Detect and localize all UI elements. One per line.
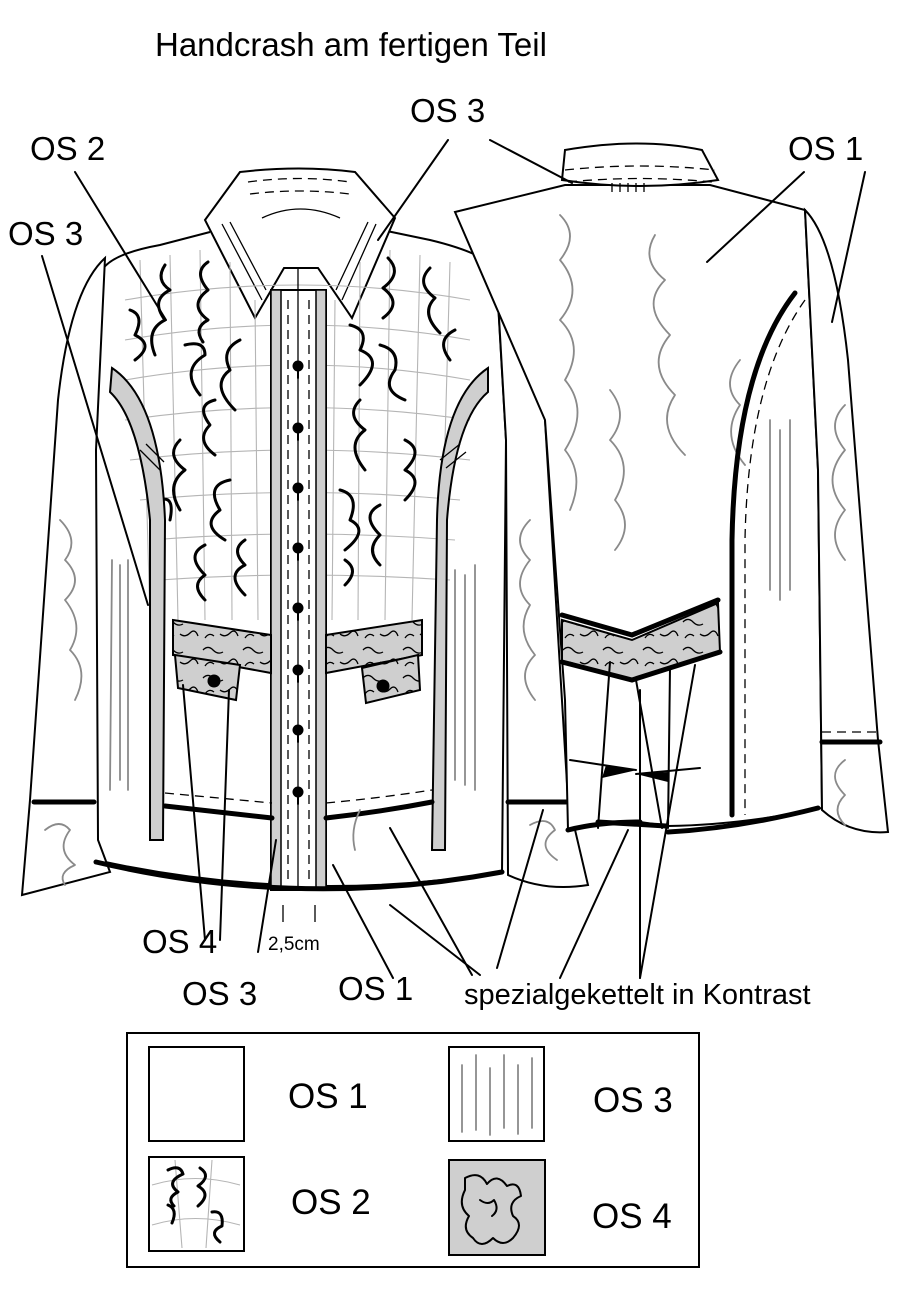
front-right-side-panel [430, 366, 489, 851]
label-os3-bottom: OS 3 [182, 975, 257, 1012]
os2-squiggles-left [128, 260, 247, 602]
label-os3-left: OS 3 [8, 215, 83, 252]
label-measure: 2,5cm [268, 934, 320, 955]
label-os1-bottom: OS 1 [338, 970, 413, 1007]
back-right-sleeve [803, 207, 890, 834]
back-collar [560, 142, 720, 187]
legend-swatch-os1 [148, 1046, 245, 1142]
legend: OS 1 OS 3 OS 2 OS 4 [126, 1032, 700, 1268]
front-jacket [20, 167, 590, 897]
legend-swatch-os2 [148, 1156, 245, 1252]
label-os2-left: OS 2 [30, 130, 105, 167]
front-left-pocket-flap [173, 653, 242, 702]
os2-squiggles-right [338, 256, 457, 587]
legend-label-os2: OS 2 [291, 1183, 371, 1222]
label-os3-top: OS 3 [410, 92, 485, 129]
label-contrast-note: spezialgekettelt in Kontrast [464, 979, 811, 1011]
front-right-pocket-flap [360, 653, 422, 705]
os3-sleeve-lines [59, 519, 536, 791]
front-left-sleeve [20, 255, 112, 897]
front-left-side-panel [108, 366, 167, 841]
front-buttons [292, 360, 304, 805]
front-left-waistband [172, 618, 272, 675]
page-title: Handcrash am fertigen Teil [155, 26, 547, 63]
legend-swatch-os4 [448, 1159, 546, 1256]
legend-swatch-os3 [448, 1046, 545, 1142]
legend-label-os3: OS 3 [593, 1081, 673, 1120]
leader-lines [41, 139, 866, 979]
back-jacket [453, 142, 890, 835]
legend-label-os1: OS 1 [288, 1077, 368, 1116]
label-os4-bottom: OS 4 [142, 923, 217, 960]
legend-label-os4: OS 4 [592, 1197, 672, 1236]
front-right-waistband [325, 618, 423, 675]
label-os1-right: OS 1 [788, 130, 863, 167]
